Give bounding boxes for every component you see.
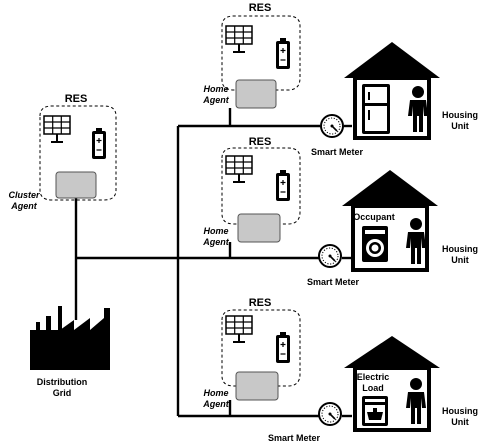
res-cluster-home2: RES Home Agent [202, 136, 301, 247]
electric-load-label-line1: Electric [357, 372, 390, 382]
cluster-agent-box[interactable] [55, 171, 97, 199]
home-agent-box[interactable] [235, 79, 277, 109]
home-agent-label-line2: Agent [202, 95, 230, 105]
cluster-agent-label-line2: Agent [10, 201, 38, 211]
distribution-grid-label-line1: Distribution [37, 377, 88, 387]
battery-icon [91, 127, 107, 160]
housing-unit-label-line2: Unit [451, 121, 469, 131]
factory-icon [30, 306, 110, 370]
home-agent-label-line1: Home [203, 226, 228, 236]
res-label: RES [249, 136, 272, 148]
solar-panel-icon [225, 155, 253, 183]
res-label: RES [249, 297, 272, 309]
smart-meter-icon [318, 402, 342, 426]
smart-meter-icon [318, 244, 342, 268]
housing-unit-label-line2: Unit [451, 417, 469, 427]
battery-icon [275, 37, 291, 70]
electric-load-label-line2: Load [362, 383, 384, 393]
solar-panel-icon [225, 25, 253, 53]
res-label: RES [65, 93, 88, 105]
res-boundary [221, 147, 301, 225]
oven-icon [362, 396, 388, 426]
housing-unit-label-line1: Housing [442, 110, 478, 120]
home-agent-label-line2: Agent [202, 237, 230, 247]
distribution-grid-label-line2: Grid [53, 388, 72, 398]
home-agent-box[interactable] [237, 213, 281, 243]
battery-icon [275, 331, 291, 364]
home-agent-box[interactable] [235, 371, 279, 401]
cluster-agent-label-line1: Cluster [8, 190, 40, 200]
housing-unit-3: Electric Load Housing Unit [344, 336, 478, 432]
housing-unit-2: Occupant Housing Unit [342, 170, 478, 272]
res-cluster-left: RES Cluster Agent [8, 93, 117, 211]
res-boundary [39, 105, 117, 201]
solar-panel-icon [43, 115, 71, 143]
housing-unit-label-line2: Unit [451, 255, 469, 265]
res-label: RES [249, 2, 272, 14]
smart-meter-label: Smart Meter [311, 147, 364, 157]
home-agent-label-line1: Home [203, 84, 228, 94]
res-cluster-home3: RES Home Agent [202, 297, 301, 409]
housing-unit-label-line1: Housing [442, 406, 478, 416]
housing-unit-label-line1: Housing [442, 244, 478, 254]
res-boundary [221, 309, 301, 387]
home-agent-label-line2: Agent [202, 399, 230, 409]
occupant-label: Occupant [353, 212, 395, 222]
smart-meter-label: Smart Meter [307, 277, 360, 287]
res-boundary [221, 15, 301, 91]
home-agent-label-line1: Home [203, 388, 228, 398]
distribution-grid: Distribution Grid [30, 306, 110, 398]
solar-panel-icon [225, 315, 253, 343]
smart-meter-label: Smart Meter [268, 433, 321, 443]
wiring [74, 108, 352, 418]
res-cluster-home1: RES Home Agent [202, 2, 301, 109]
smart-meter-icon [320, 114, 344, 138]
refrigerator-icon [362, 84, 390, 134]
washing-machine-icon [362, 226, 388, 262]
battery-icon [275, 169, 291, 202]
housing-unit-1: Housing Unit [344, 42, 478, 140]
